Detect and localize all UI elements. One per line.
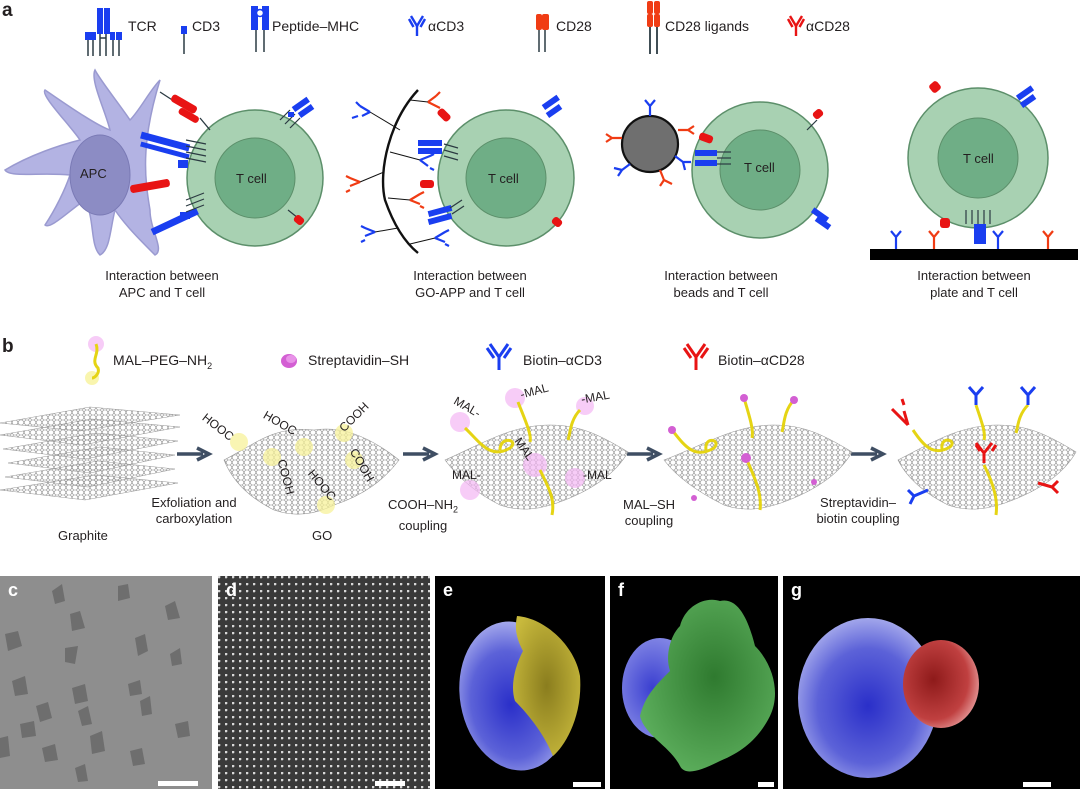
scale-bar-c <box>158 781 198 786</box>
legend-label-cd28-ligands: CD28 ligands <box>665 18 750 34</box>
caption-apc: Interaction between APC and T cell <box>105 268 219 300</box>
label-mal-5: MAL- <box>452 468 481 482</box>
go-sheet <box>223 424 400 515</box>
tcell-label-1: T cell <box>236 171 267 186</box>
legend-label-cd3: CD3 <box>192 18 221 34</box>
reagent-streptavidin-sh: Streptavidin–SH <box>308 352 410 368</box>
tcell-nucleus <box>214 137 296 219</box>
legend-label-tcr: TCR <box>128 18 157 34</box>
step-streptavidin-biotin: Streptavidin–biotin coupling <box>816 495 900 526</box>
go-sheet-arc <box>381 89 419 254</box>
label-mal-6: -MAL <box>583 468 612 482</box>
caption-beads: Interaction between beads and T cell <box>664 268 778 300</box>
arrow-4-icon <box>851 446 887 462</box>
apc-tcell-scene <box>3 68 324 256</box>
streptavidin-icon <box>281 354 297 368</box>
plate <box>870 249 1078 260</box>
bead <box>620 114 680 174</box>
sem-tcell-bead <box>798 618 979 778</box>
cd28-icon <box>536 14 549 52</box>
go-peg-mal-sheet <box>444 388 629 516</box>
beads-tcell-scene <box>605 99 832 239</box>
acd28-icon <box>786 15 806 36</box>
scale-bar-e <box>573 782 601 787</box>
go-app-final-sheet <box>890 386 1077 516</box>
scale-bar-g <box>1023 782 1051 787</box>
go-app-tcell-scene <box>345 89 575 254</box>
biotin-acd3-icon <box>485 343 513 370</box>
scale-bar-f <box>758 782 774 787</box>
sem-tcell-apc <box>622 599 775 772</box>
tcr-icon <box>85 8 122 56</box>
micrograph-c: c <box>0 576 212 789</box>
go-streptavidin-sheet <box>663 394 853 511</box>
plate-tcell-scene <box>870 81 1078 260</box>
arrow-3-icon <box>627 446 663 462</box>
micrograph-g: g <box>783 576 1080 789</box>
micrograph-letter-d: d <box>226 580 237 600</box>
graphite-stack <box>0 406 181 501</box>
caption-go-app: Interaction between GO-APP and T cell <box>413 268 527 300</box>
caption-plate: Interaction between plate and T cell <box>917 268 1031 300</box>
stage-go: GO <box>312 528 333 543</box>
legend-label-peptide-mhc: Peptide–MHC <box>272 18 360 34</box>
cd28-ligands-icon <box>647 1 660 54</box>
stage-graphite: Graphite <box>58 528 108 543</box>
micrograph-letter-c: c <box>8 580 19 600</box>
panel-a-letter: a <box>2 0 13 21</box>
arrow-1-icon <box>177 446 213 462</box>
micrograph-d: d <box>218 576 430 789</box>
acd3-icon <box>407 15 427 36</box>
mal-peg-nh2-icon <box>85 336 104 385</box>
apc-label: APC <box>80 166 107 181</box>
legend-label-cd28: CD28 <box>556 18 592 34</box>
tcell-label-3: T cell <box>744 160 775 175</box>
legend-label-acd3: αCD3 <box>428 18 465 34</box>
biotin-acd28-icon <box>682 343 710 370</box>
cd3-icon <box>181 26 187 54</box>
micrograph-f: f <box>610 576 778 789</box>
scale-bar-d <box>375 781 405 786</box>
reagent-biotin-acd28: Biotin–αCD28 <box>718 352 805 368</box>
peptide-mhc-icon <box>251 6 269 52</box>
sem-tcell-go <box>459 616 581 771</box>
reagent-biotin-acd3: Biotin–αCD3 <box>523 352 602 368</box>
tcell-label-2: T cell <box>488 171 519 186</box>
micrograph-e: e <box>435 576 605 789</box>
go-flakes <box>0 584 190 782</box>
arrow-2-icon <box>403 446 439 462</box>
micrograph-letter-g: g <box>791 580 802 600</box>
reagent-mal-peg-nh2: MAL–PEG–NH2 <box>113 352 213 371</box>
panel-b-letter: b <box>2 336 14 357</box>
apc-nucleus <box>69 134 131 216</box>
tcell-label-4: T cell <box>963 151 994 166</box>
legend-label-acd28: αCD28 <box>806 18 850 34</box>
micrograph-letter-f: f <box>618 580 624 600</box>
micrograph-letter-e: e <box>443 580 454 600</box>
